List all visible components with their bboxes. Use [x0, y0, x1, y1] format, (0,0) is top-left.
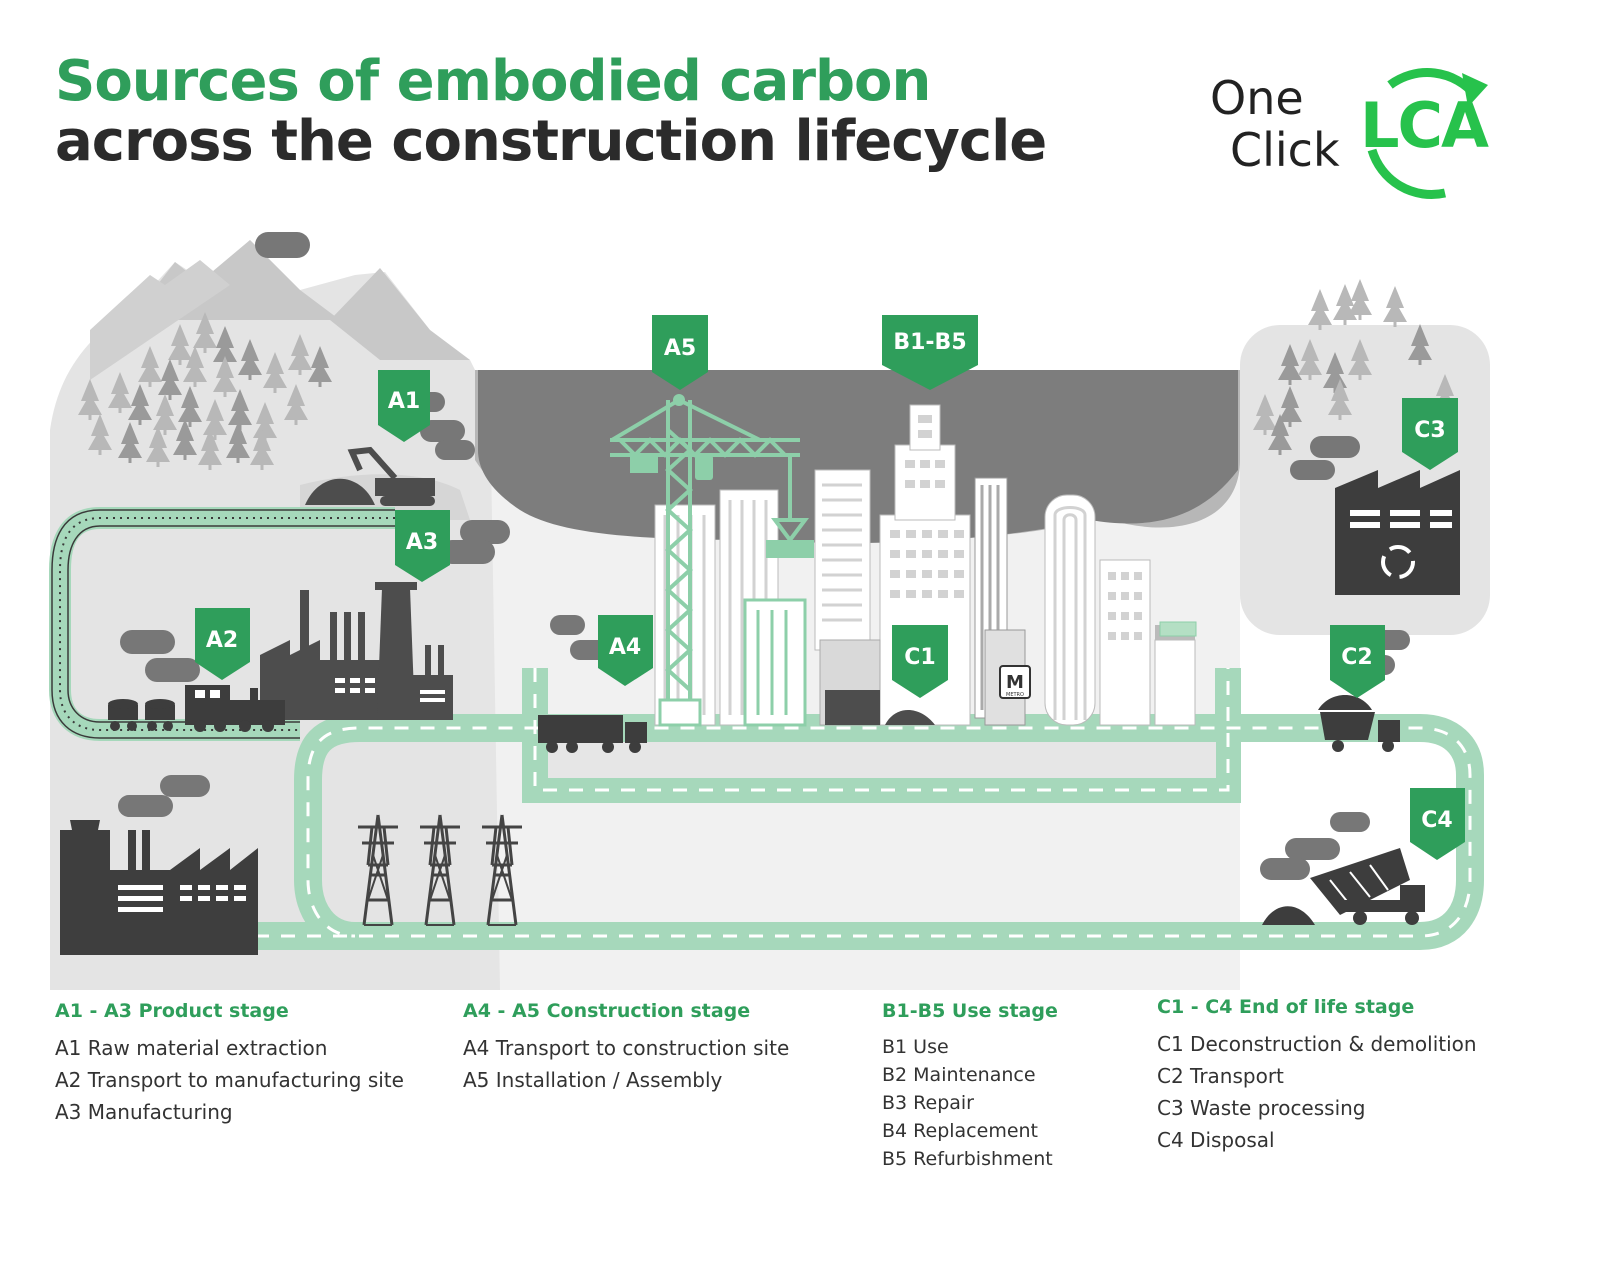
- legend-construction-heading: A4 - A5 Construction stage: [463, 1000, 751, 1022]
- metro-caption: METRO: [1006, 692, 1024, 698]
- badge-a2-label: A2: [206, 628, 238, 653]
- badge-a1-label: A1: [388, 389, 420, 414]
- legend-item: B2 Maintenance: [882, 1064, 1036, 1086]
- power-plant: [60, 820, 258, 955]
- logo-one: One: [1210, 71, 1304, 125]
- freight-train: [108, 685, 285, 732]
- legend-item: C2 Transport: [1157, 1064, 1284, 1088]
- excavator: [305, 446, 435, 506]
- tipper-truck-c4: [1262, 848, 1425, 925]
- legend-item: A3 Manufacturing: [55, 1100, 233, 1124]
- legend-item: B4 Replacement: [882, 1120, 1039, 1142]
- legend-item: C1 Deconstruction & demolition: [1157, 1032, 1477, 1056]
- badge-c4: C4: [1410, 788, 1465, 860]
- waste-truck-c2: [1318, 695, 1400, 752]
- delivery-truck: [538, 715, 647, 753]
- title-line-2: across the construction lifecycle: [55, 109, 1047, 175]
- badge-c2: C2: [1330, 625, 1385, 698]
- badge-a4: A4: [598, 615, 653, 686]
- recycling-plant: [1335, 470, 1460, 595]
- legend-item: B1 Use: [882, 1036, 949, 1058]
- tower-crane: [610, 398, 809, 705]
- badge-a5: A5: [652, 315, 708, 390]
- badge-b1-b5: B1-B5: [882, 315, 978, 390]
- legend-product-stage: A1 - A3 Product stage A1 Raw material ex…: [55, 1000, 404, 1132]
- road-network: [255, 668, 1484, 950]
- badge-c3: C3: [1402, 398, 1458, 470]
- recycle-arrows-icon: [1367, 68, 1488, 199]
- railway-track: [49, 507, 395, 741]
- badge-c3-label: C3: [1414, 418, 1445, 443]
- legend-item: B3 Repair: [882, 1092, 974, 1114]
- legend-item: A2 Transport to manufacturing site: [55, 1068, 404, 1092]
- badge-a3-label: A3: [406, 530, 438, 555]
- legend-item: B5 Refurbishment: [882, 1148, 1053, 1170]
- legend-use-stage: B1-B5 Use stage B1 Use B2 Maintenance B3…: [882, 1000, 1058, 1176]
- legend-product-heading: A1 - A3 Product stage: [55, 1000, 289, 1022]
- badge-b-label: B1-B5: [893, 330, 966, 355]
- logo-click: Click: [1230, 123, 1340, 177]
- page-title: Sources of embodied carbon across the co…: [55, 49, 1047, 175]
- legend-construction-stage: A4 - A5 Construction stage A4 Transport …: [463, 1000, 789, 1100]
- badge-c1: C1: [892, 625, 948, 698]
- badge-a1: A1: [378, 370, 430, 442]
- legend-use-heading: B1-B5 Use stage: [882, 1000, 1058, 1022]
- one-click-lca-logo: One Click LCA: [1210, 55, 1510, 205]
- title-line-1: Sources of embodied carbon: [55, 49, 931, 114]
- metro-sign: M METRO: [999, 665, 1031, 699]
- legend-end-heading: C1 - C4 End of life stage: [1157, 996, 1415, 1018]
- badge-c2-label: C2: [1341, 645, 1372, 670]
- badge-a4-label: A4: [609, 635, 641, 660]
- badge-c4-label: C4: [1421, 808, 1452, 833]
- recycle-icon: [1381, 545, 1415, 579]
- legend-item: C4 Disposal: [1157, 1128, 1275, 1152]
- logo-lca: LCA: [1360, 89, 1489, 162]
- legend-item: C3 Waste processing: [1157, 1096, 1366, 1120]
- legend-item: A5 Installation / Assembly: [463, 1068, 723, 1092]
- legend-item: A4 Transport to construction site: [463, 1036, 790, 1060]
- badge-a3: A3: [395, 510, 450, 582]
- metro-letter: M: [1006, 672, 1024, 693]
- legend-end-of-life-stage: C1 - C4 End of life stage C1 Deconstruct…: [1157, 996, 1477, 1160]
- lifecycle-illustration: M METRO: [49, 232, 1490, 990]
- solar-panel: [1159, 621, 1197, 637]
- legend-item: A1 Raw material extraction: [55, 1036, 328, 1060]
- badge-c1-label: C1: [904, 645, 935, 670]
- city-skyline: [654, 404, 1196, 727]
- badge-a5-label: A5: [664, 336, 696, 361]
- badge-a2: A2: [195, 608, 250, 680]
